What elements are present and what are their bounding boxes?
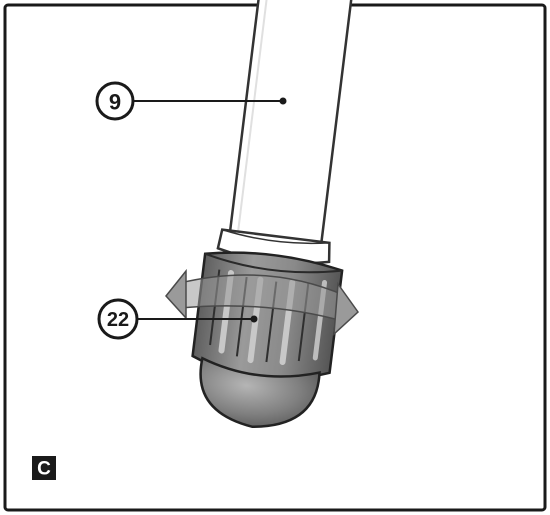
panel-label-text: C	[37, 459, 51, 480]
rubber-foot	[199, 356, 321, 429]
callout-9-label: 9	[109, 90, 121, 115]
callout-9: 9	[95, 81, 287, 121]
rotation-arrow	[165, 268, 359, 336]
panel-label: C	[32, 456, 56, 480]
callout-22-label: 22	[107, 309, 129, 331]
tripod-leg	[191, 0, 355, 429]
callout-22: 22	[97, 298, 258, 340]
